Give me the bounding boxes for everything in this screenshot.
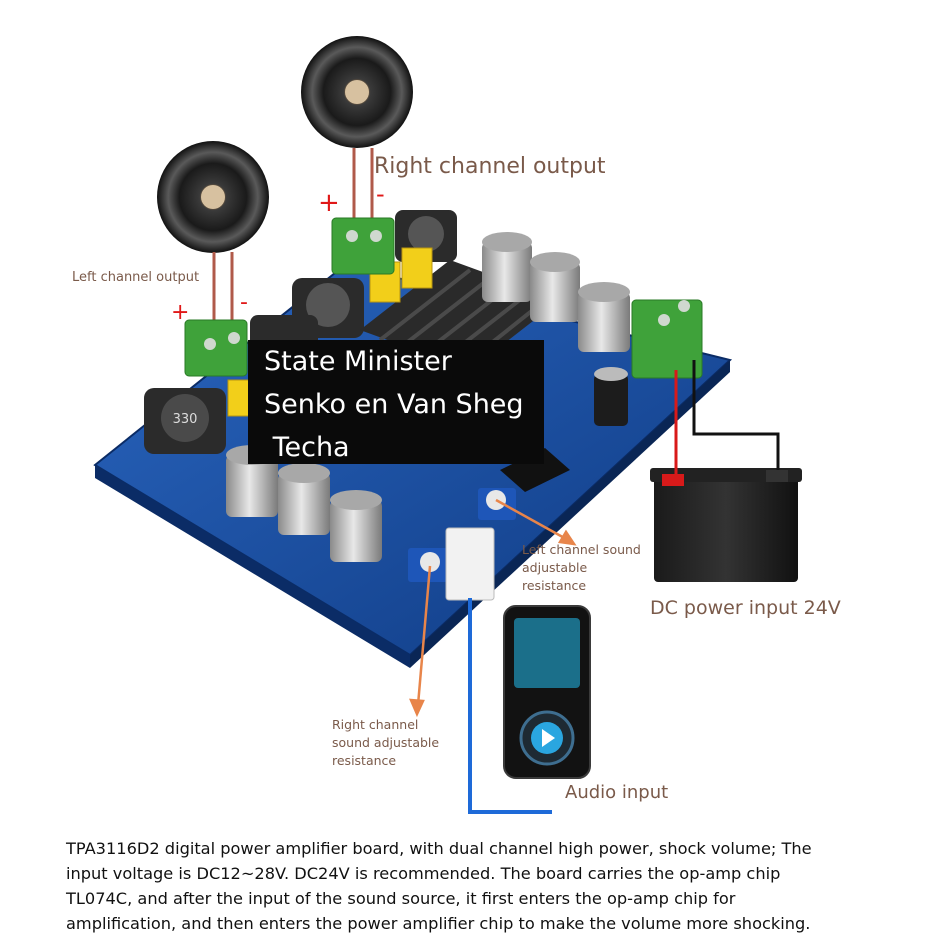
power-wires [674,360,780,474]
overlay-line-3: Techa [264,432,350,463]
media-player-icon [503,605,591,779]
overlay-line-1: State Minister [264,346,452,377]
inductor-330-label: 330 [173,412,198,427]
left-speaker-icon [157,141,269,253]
left-minus-sign: - [240,290,248,315]
right-resistance-line-2: sound adjustable [332,735,440,750]
audio-input-wire [468,598,552,814]
watermark-overlay: State Minister Senko en Van Sheg Techa [248,340,544,464]
left-plus-sign: + [171,300,190,325]
left-resistance-line-1: Left channel sound [522,542,641,557]
right-channel-resistance-label: Right channel sound adjustable resistanc… [332,716,439,770]
audio-input-connector-icon [445,527,495,601]
right-minus-sign: - [376,180,385,208]
battery-icon [650,468,802,582]
right-plus-sign: + [318,188,340,218]
right-output-terminal-icon [331,217,395,275]
potentiometer-icons [408,488,516,582]
left-output-terminal-icon [184,319,248,377]
left-resistance-line-3: resistance [522,578,587,593]
right-resistance-line-1: Right channel [332,717,419,732]
description-caption: TPA3116D2 digital power amplifier board,… [66,839,812,933]
right-channel-output-label: Right channel output [374,154,606,179]
power-input-terminal-icon [631,299,703,379]
dc-power-input-label: DC power input 24V [650,597,841,619]
right-resistance-line-3: resistance [332,753,397,768]
op-amp-chip-icon [500,448,570,492]
left-channel-output-label: Left channel output [72,270,200,285]
inductor-icons: 330 [144,210,457,454]
audio-input-label: Audio input [565,782,669,803]
electrolytic-capacitor-icons [226,232,630,562]
right-speaker-icon [301,36,413,148]
overlay-line-2: Senko en Van Sheg [264,389,524,420]
annotation-arrows [409,498,577,718]
left-channel-resistance-label: Left channel sound adjustable resistance [522,541,641,595]
left-resistance-line-2: adjustable [522,560,588,575]
